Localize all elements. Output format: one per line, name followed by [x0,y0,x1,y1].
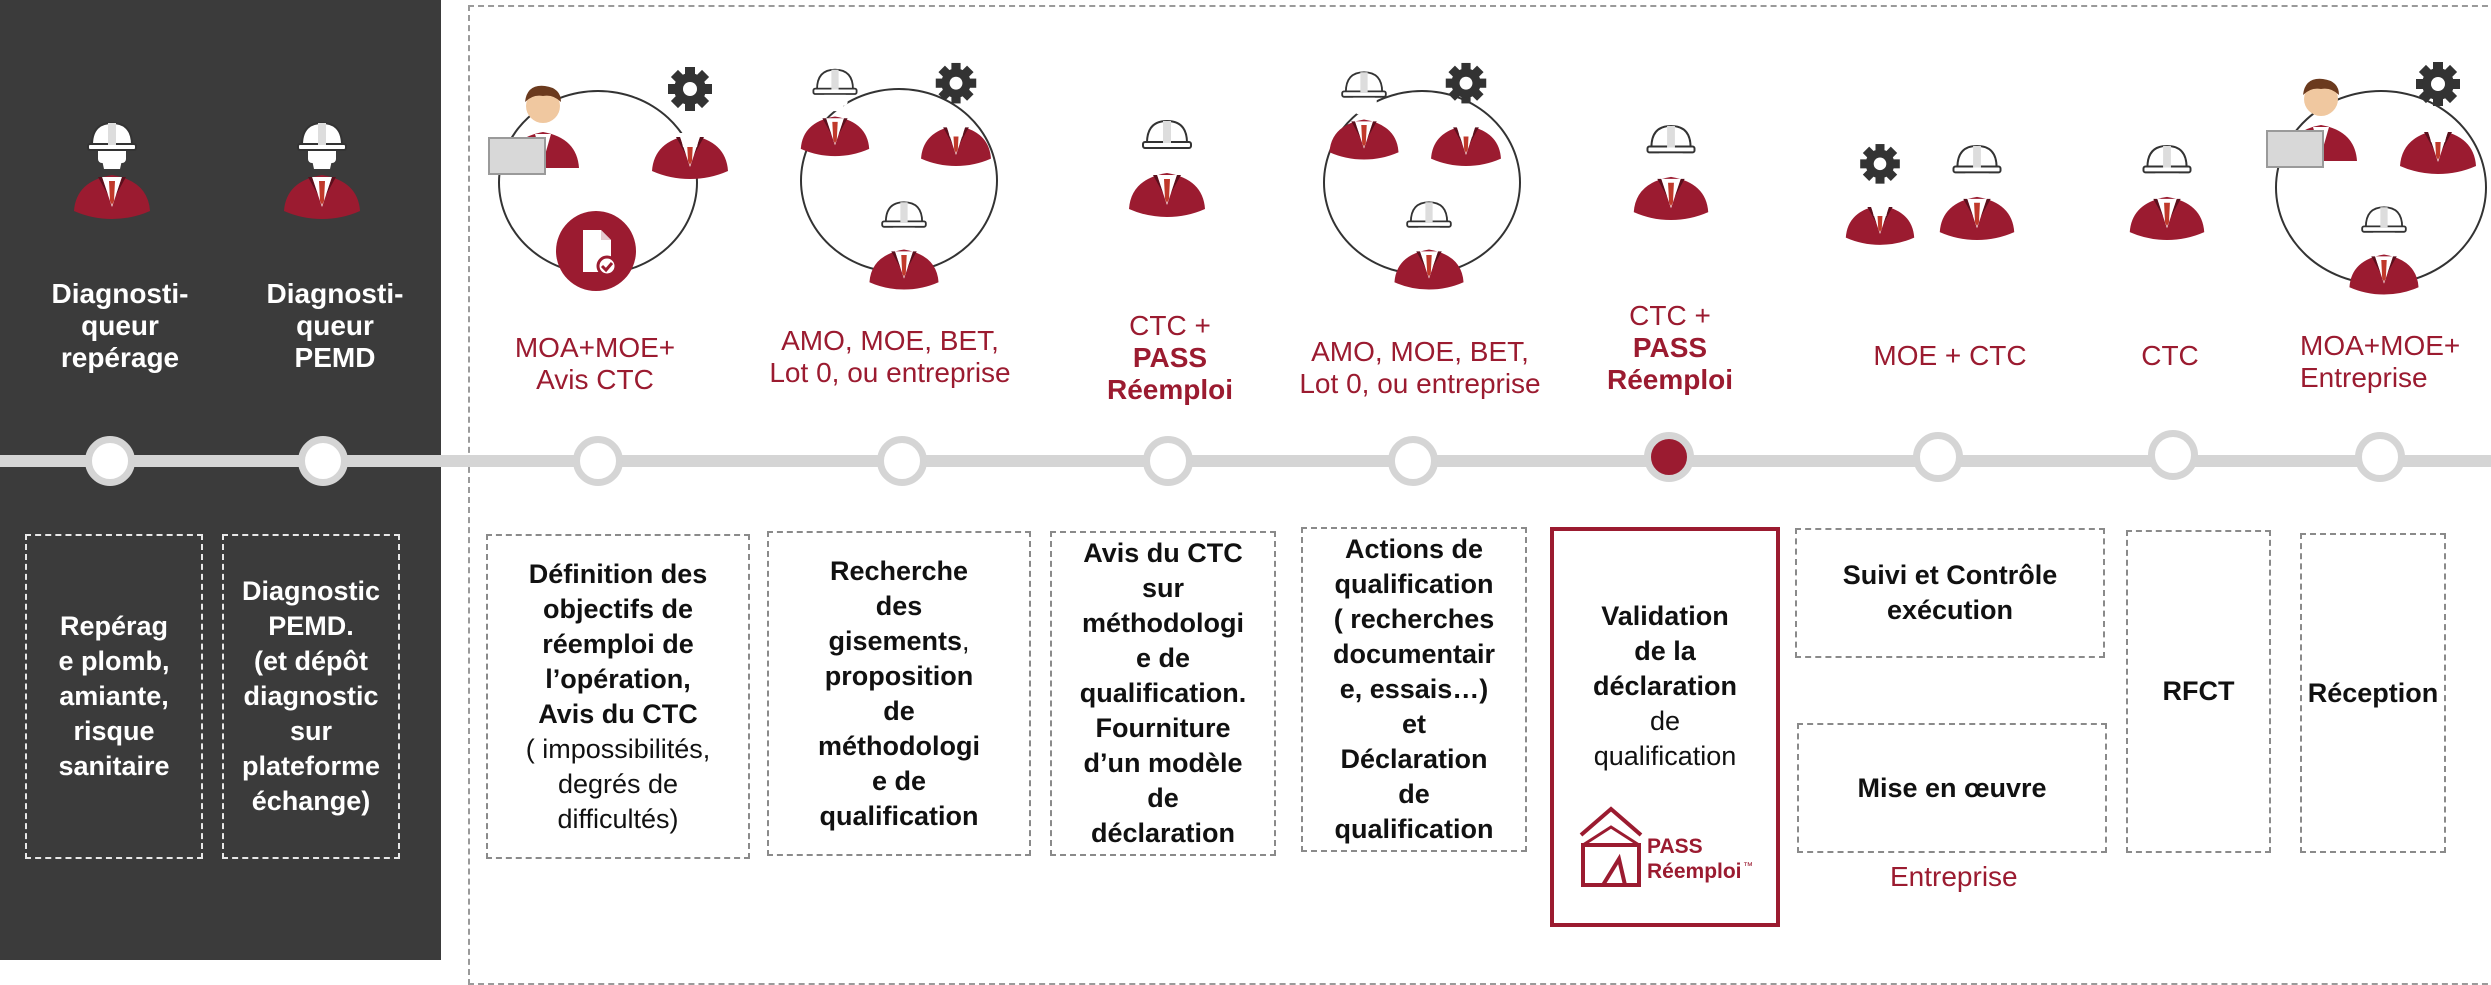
timeline-node-avis [1143,436,1193,486]
worker-helmet-icon [1633,124,1709,221]
worker-helmet-icon [1329,71,1399,160]
role-ctc: CTC [2141,340,2199,371]
engineer-gear-icon [1431,62,1501,166]
worker-helmet-icon [1939,144,2015,241]
step-reception: Réception [2300,533,2446,853]
timeline-node-definition [573,436,623,486]
worker-helmet-icon [800,68,870,157]
client-presenting-icon [2266,78,2357,168]
step-reperage: Repérag e plomb, amiante, risque sanitai… [25,534,203,859]
worker-helmet-icon [869,201,939,290]
client-presenting-icon [488,85,579,175]
engineer-gear-icon [921,62,991,166]
timeline-node-validation [1644,432,1694,482]
role-diagnostiqueur-pemd: Diagnosti- queur PEMD [266,278,404,373]
role-moe-ctc: MOE + CTC [1873,340,2027,371]
step-diagnostic-pemd: Diagnostic PEMD. (et dépôt diagnostic su… [222,534,400,859]
timeline-node-suivi [1913,432,1963,482]
step-definition-objectifs: Définition des objectifs de réemploi de … [486,534,750,859]
pass-reemploi-logo-icon: PASS Réemploi ™ [1579,806,1753,887]
worker-helmet-icon [2129,144,2205,241]
worker-helmet-icon [284,121,360,219]
engineer-gear-icon [2400,62,2476,174]
step-actions-qualification: Actions de qualification ( recherches do… [1301,527,1527,852]
timeline-node-reception [2355,432,2405,482]
svg-text:PASS: PASS [1647,835,1703,858]
timeline-node-actions [1388,436,1438,486]
entreprise-caption: Entreprise [1890,861,2018,892]
role-diagnostiqueur-reperage: Diagnosti- queur repérage [51,278,189,373]
step-suivi-controle: Suivi et Contrôle exécution [1795,528,2105,658]
svg-text:Réemploi: Réemploi [1647,860,1742,883]
step-validation-declaration: Validation de la déclaration de qualific… [1550,527,1780,927]
role-amo-moe-bet-2: AMO, MOE, BET,Lot 0, ou entreprise [1299,336,1541,399]
step-avis-ctc-methodologie: Avis du CTC sur méthodologi e de qualifi… [1050,531,1276,856]
timeline-node-pemd [298,436,348,486]
timeline-node-rfct [2148,430,2198,480]
role-moa-moe-entreprise: MOA+MOE+Entreprise [2300,330,2461,393]
worker-helmet-icon [74,121,150,219]
diagnostic-phase-panel [0,0,441,960]
step-recherche-gisements: Recherche des gisements,proposition de m… [767,531,1031,856]
worker-helmet-icon [2349,206,2419,295]
step-rfct: RFCT [2126,530,2271,853]
step-mise-en-oeuvre: Mise en œuvre [1797,723,2107,853]
worker-helmet-icon [1129,119,1205,217]
engineer-gear-icon [1845,144,1915,245]
timeline-node-recherche [877,436,927,486]
engineer-gear-icon [652,67,728,179]
role-moa-moe-ctc: MOA+MOE+Avis CTC [514,332,676,395]
timeline-node-reperage [85,436,135,486]
worker-helmet-icon [1394,201,1464,290]
svg-text:™: ™ [1743,861,1753,872]
role-amo-moe-bet-1: AMO, MOE, BET,Lot 0, ou entreprise [769,325,1011,388]
timeline-line [0,455,2491,467]
document-check-icon [556,211,636,291]
